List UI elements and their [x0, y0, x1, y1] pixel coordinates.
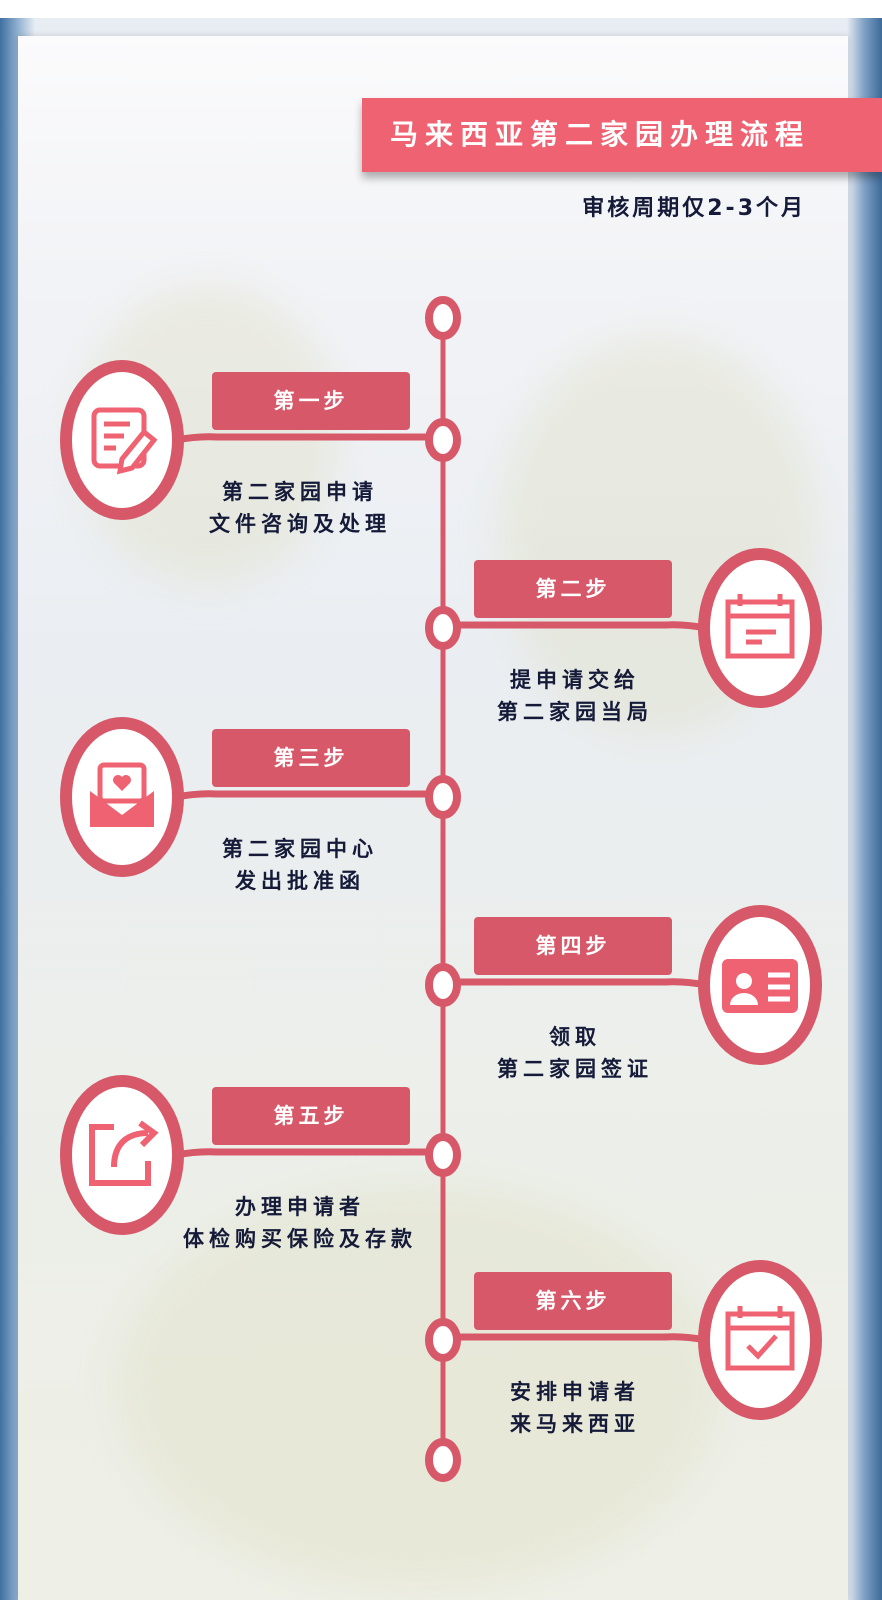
step-description-line: 发出批准函: [235, 869, 365, 893]
background-palm: [118, 1186, 718, 1586]
step-description: 第二家园申请 文件咨询及处理: [150, 476, 450, 540]
step-label: 第四步: [474, 917, 672, 975]
step-label: 第二步: [474, 560, 672, 618]
step-description-line: 第二家园当局: [497, 700, 653, 724]
step-description-line: 提申请交给: [510, 668, 640, 692]
step-label: 第五步: [212, 1087, 410, 1145]
step-description-line: 文件咨询及处理: [209, 512, 391, 536]
step-label: 第一步: [212, 372, 410, 430]
step-description-line: 领取: [549, 1025, 601, 1049]
step-label: 第三步: [212, 729, 410, 787]
timeline-node: [425, 1438, 461, 1482]
step-description-line: 来马来西亚: [510, 1412, 640, 1436]
step-description-line: 办理申请者: [235, 1195, 365, 1219]
timeline-nodes: [425, 296, 461, 1482]
step-description-line: 安排申请者: [510, 1380, 640, 1404]
step-description: 安排申请者 来马来西亚: [425, 1376, 725, 1440]
step-description: 领取 第二家园签证: [425, 1021, 725, 1085]
step-description: 第二家园中心 发出批准函: [150, 833, 450, 897]
step-description-line: 第二家园中心: [222, 837, 378, 861]
step-description-line: 体检购买保险及存款: [183, 1227, 417, 1251]
step-label: 第六步: [474, 1272, 672, 1330]
step-description-line: 第二家园签证: [497, 1057, 653, 1081]
subtitle: 审核周期仅2-3个月: [582, 196, 806, 221]
timeline-node: [425, 296, 461, 340]
step-description: 办理申请者 体检购买保险及存款: [150, 1191, 450, 1255]
step-description-line: 第二家园申请: [222, 480, 378, 504]
step-description: 提申请交给 第二家园当局: [425, 664, 725, 728]
top-margin: [0, 0, 882, 18]
page-title: 马来西亚第二家园办理流程: [362, 98, 882, 172]
